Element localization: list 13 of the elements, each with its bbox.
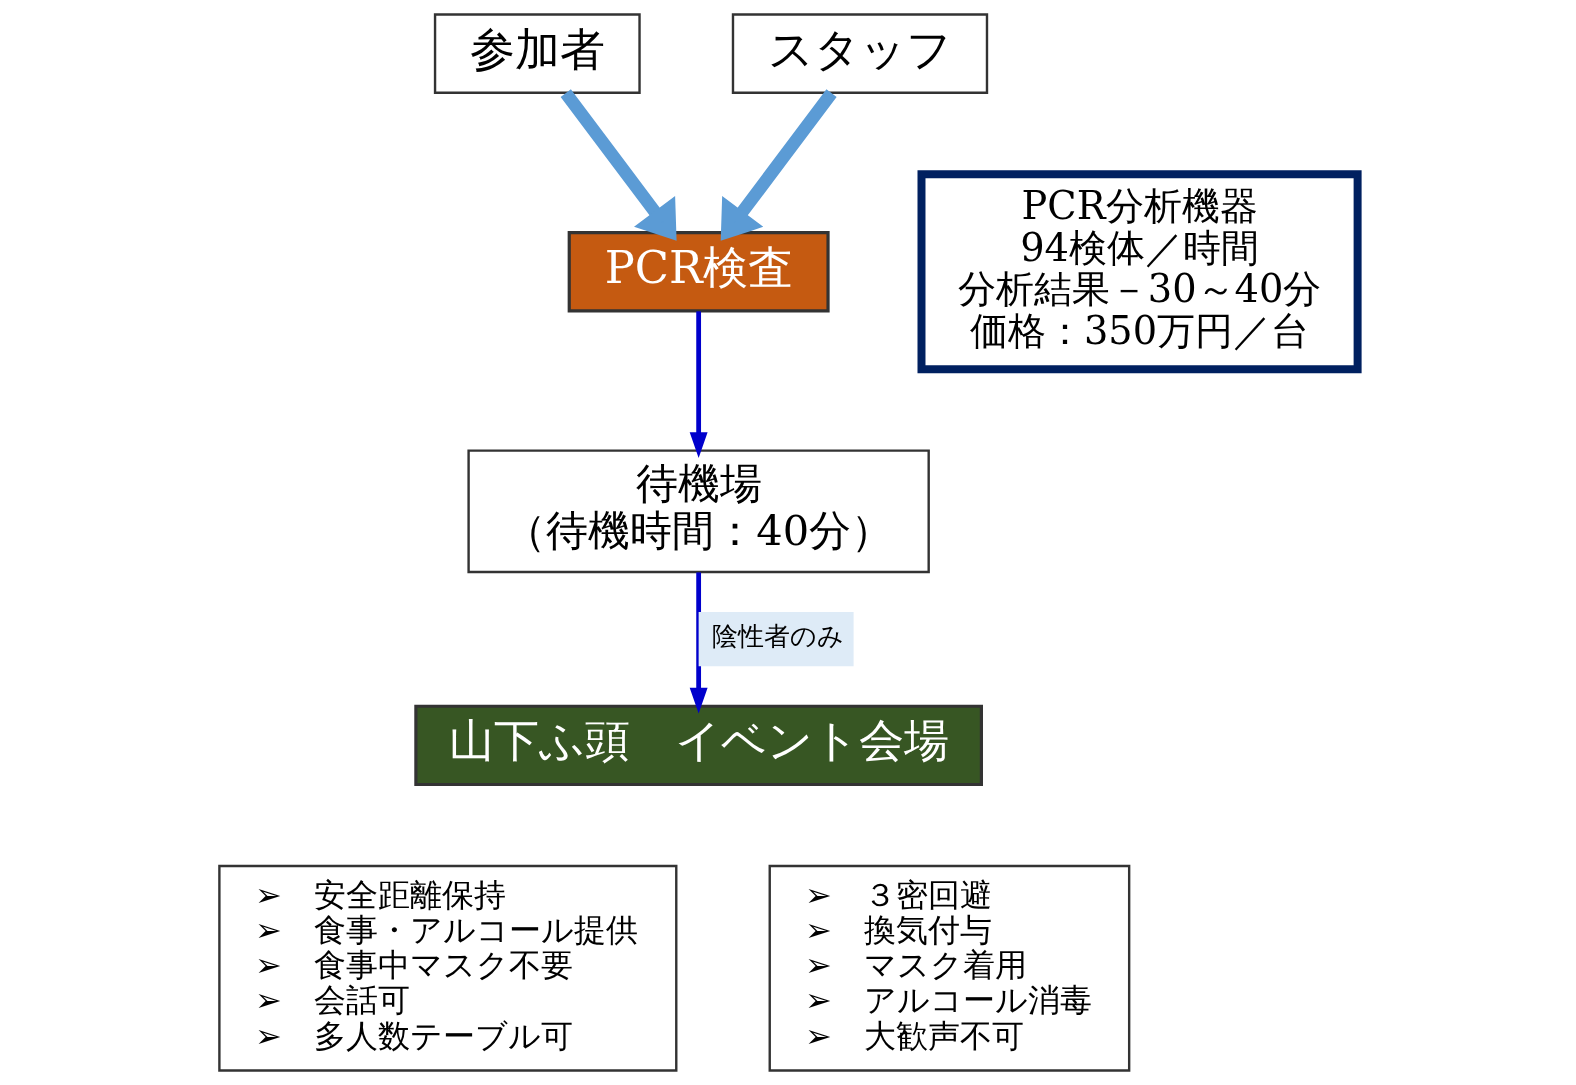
- node-box: 山下ふ頭 イベント会場: [413, 704, 983, 787]
- node-box: 待機場 （待機時間：40分）: [466, 449, 930, 574]
- node-box: PCR分析機器 94検体／時間 分析結果－30～40分 価格：350万円／台: [917, 170, 1362, 374]
- node-box: ➢ ３密回避 ➢ 換気付与 ➢ マスク着用 ➢ アルコール消毒 ➢ 大歓声不可: [768, 864, 1130, 1072]
- edge-label: 陰性者のみ: [711, 621, 844, 652]
- node-box: ➢ 安全距離保持 ➢ 食事・アルコール提供 ➢ 食事中マスク不要 ➢ 会話可 ➢ 多人数テーブル可: [217, 864, 677, 1072]
- node-box: 参加者: [433, 13, 641, 94]
- arrow: [560, 89, 677, 241]
- arrow: [689, 311, 708, 458]
- node-box: スタッフ: [731, 13, 988, 94]
- arrow: [720, 89, 837, 241]
- node-box: PCR検査: [567, 231, 830, 313]
- arrow: [689, 572, 708, 714]
